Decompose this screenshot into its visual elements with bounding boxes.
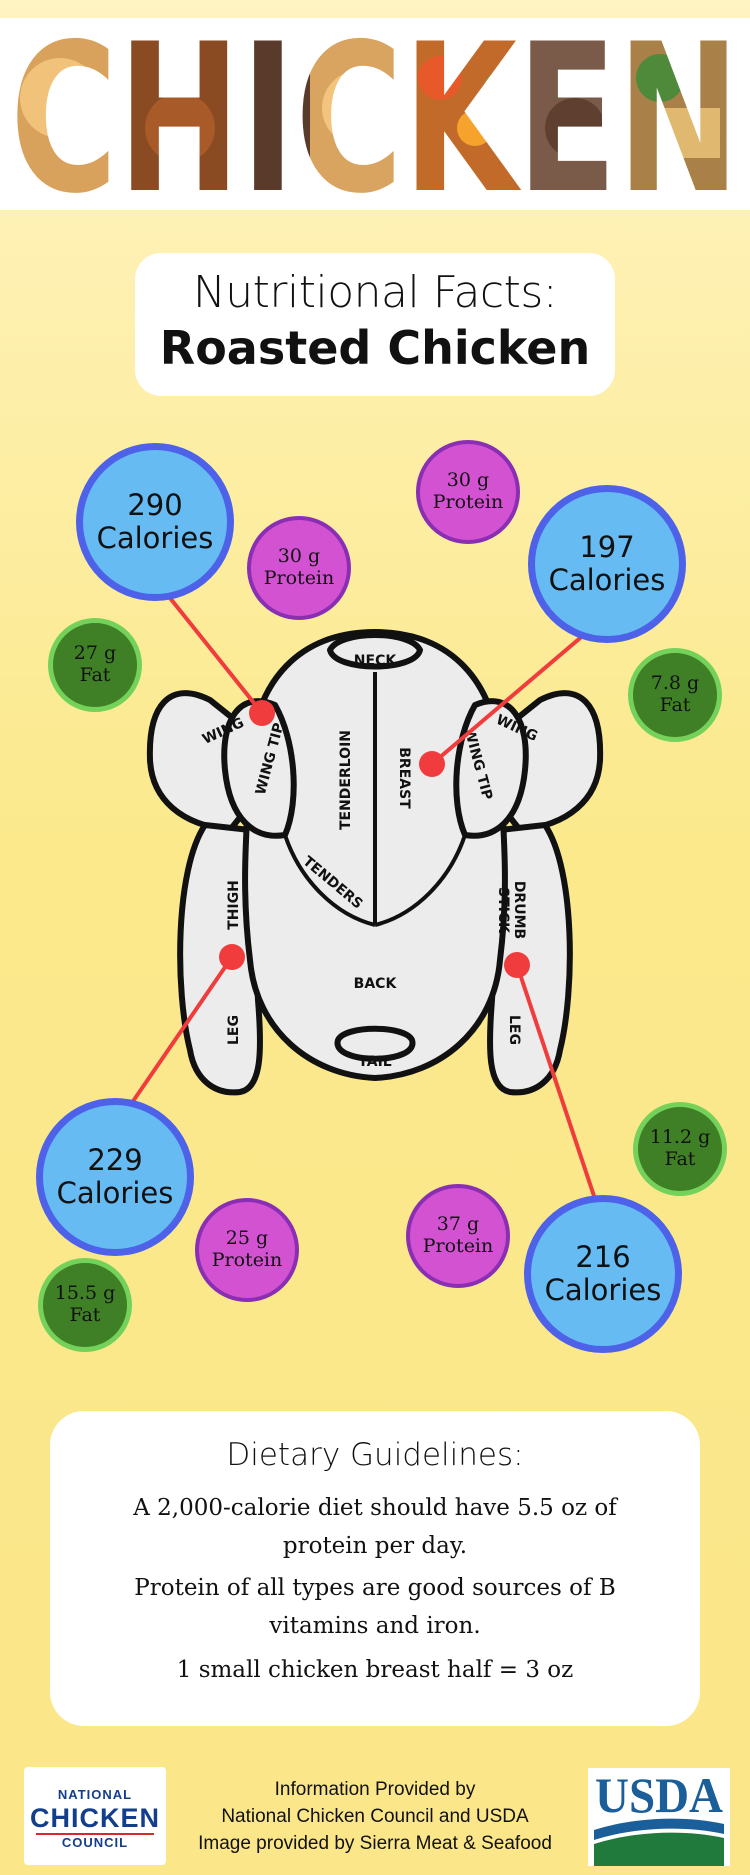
usda-logo-swoosh-green <box>594 1832 724 1866</box>
label-leg-right: LEG <box>506 1015 522 1045</box>
label-wing-tip-left: WING TIP <box>253 721 288 796</box>
wing-calories-label: Calories <box>96 521 214 555</box>
breast-fat-label: Fat <box>659 694 691 716</box>
pointer-dot-wing-end <box>249 700 275 726</box>
pointer-dot-thigh-start <box>219 944 245 970</box>
ncc-logo-bottom: COUNCIL <box>61 1835 129 1850</box>
credits: Information Provided by National Chicken… <box>185 1776 565 1857</box>
drumstick-fat-value: 11.2 g <box>649 1126 711 1149</box>
page-title: Roasted Chicken <box>159 321 591 375</box>
drumstick-protein-bubble: 37 g Protein <box>406 1184 510 1288</box>
ncc-logo-top: NATIONAL <box>57 1787 133 1802</box>
neck-shape <box>327 632 423 670</box>
thigh-protein-value: 25 g <box>225 1227 269 1250</box>
drumstick-protein-label: Protein <box>422 1235 494 1257</box>
ncc-logo-bar <box>36 1833 154 1835</box>
dietary-guidelines-card: Dietary Guidelines: A 2,000-calorie diet… <box>50 1411 700 1726</box>
body-shape <box>242 629 508 1081</box>
thigh-calories-label: Calories <box>56 1176 174 1210</box>
thigh-fat-bubble: 15.5 g Fat <box>38 1258 132 1352</box>
leg-right-shape <box>486 822 573 1096</box>
wing-tip-left-shape <box>221 698 297 839</box>
tenders-divider <box>283 834 376 927</box>
guidelines-line-protein-per-day: A 2,000-calorie diet should have 5.5 oz … <box>133 1495 617 1559</box>
thigh-fat-value: 15.5 g <box>54 1282 116 1305</box>
label-wing-right: WING <box>493 712 540 745</box>
credit-line-1: Information Provided by <box>274 1779 476 1800</box>
label-leg-left: LEG <box>226 1015 242 1045</box>
label-wing-left: WING <box>200 715 247 748</box>
label-breast: BREAST <box>396 747 412 809</box>
ncc-logo-mid: CHICKEN <box>29 1803 160 1833</box>
pointer-drumstick <box>515 963 604 1222</box>
pointer-dot-breast-end <box>419 751 445 777</box>
breast-divider <box>374 834 467 927</box>
credit-line-2: National Chicken Council and USDA <box>221 1806 529 1827</box>
label-neck: NECK <box>354 653 398 669</box>
breast-calories-value: 197 <box>579 529 635 564</box>
wing-calories-value: 290 <box>127 487 183 522</box>
label-wing-tip-right: WING TIP <box>461 726 496 801</box>
label-tenderloin: TENDERLOIN <box>338 730 354 830</box>
wing-right-shape <box>462 690 604 833</box>
breast-protein-bubble: 30 g Protein <box>416 440 520 544</box>
wing-fat-bubble: 27 g Fat <box>48 618 142 712</box>
breast-protein-value: 30 g <box>446 469 490 492</box>
breast-fat-value: 7.8 g <box>650 672 700 695</box>
drumstick-calories-bubble: 216 Calories <box>524 1195 682 1353</box>
breast-calories-label: Calories <box>548 563 666 597</box>
guidelines-line-vitamins: Protein of all types are good sources of… <box>134 1575 616 1639</box>
usda-logo-text: USDA <box>595 1768 723 1823</box>
thigh-calories-value: 229 <box>87 1142 143 1177</box>
wing-protein-value: 30 g <box>277 545 321 568</box>
banner-title: CHICKEN <box>10 18 740 210</box>
drumstick-calories-value: 216 <box>575 1239 631 1274</box>
drumstick-fat-bubble: 11.2 g Fat <box>633 1102 727 1196</box>
guidelines-title: Dietary Guidelines: <box>226 1437 524 1473</box>
national-chicken-council-logo: NATIONAL CHICKEN COUNCIL <box>24 1767 166 1865</box>
drumstick-protein-value: 37 g <box>436 1213 480 1236</box>
label-drumstick-line2: STICK <box>495 887 511 934</box>
label-thigh: THIGH <box>226 880 242 930</box>
title-card: Nutritional Facts: Roasted Chicken <box>135 253 615 396</box>
breast-fat-bubble: 7.8 g Fat <box>628 648 722 742</box>
label-tail: TAIL <box>358 1054 392 1070</box>
label-back: BACK <box>354 976 398 992</box>
thigh-protein-label: Protein <box>211 1249 283 1271</box>
drumstick-fat-label: Fat <box>664 1148 696 1170</box>
wing-protein-bubble: 30 g Protein <box>247 516 351 620</box>
wing-protein-label: Protein <box>263 567 335 589</box>
thigh-protein-bubble: 25 g Protein <box>195 1198 299 1302</box>
wing-left-shape <box>146 690 288 833</box>
title-subheading: Nutritional Facts: <box>192 267 558 318</box>
pointer-dot-drumstick-start <box>504 952 530 978</box>
thigh-fat-label: Fat <box>69 1304 101 1326</box>
breast-protein-label: Protein <box>432 491 504 513</box>
drumstick-calories-label: Calories <box>544 1273 662 1307</box>
breast-calories-bubble: 197 Calories <box>528 485 686 643</box>
leg-left-shape <box>177 822 264 1096</box>
wing-fat-value: 27 g <box>73 642 117 665</box>
thigh-calories-bubble: 229 Calories <box>36 1098 194 1256</box>
credit-line-3: Image provided by Sierra Meat & Seafood <box>198 1833 552 1854</box>
banner-graphic: CHICKEN <box>10 18 740 210</box>
wing-calories-bubble: 290 Calories <box>76 443 234 601</box>
tail-shape <box>334 1025 416 1062</box>
guidelines-line-serving: 1 small chicken breast half = 3 oz <box>176 1657 574 1683</box>
wing-fat-label: Fat <box>79 664 111 686</box>
usda-logo: USDA <box>588 1768 730 1866</box>
label-drumstick-line1: DRUMB <box>511 881 527 939</box>
wing-tip-right-shape <box>453 698 529 839</box>
header-banner: CHICKEN <box>0 18 750 210</box>
usda-logo-swoosh-blue <box>594 1818 724 1840</box>
label-tenders: TENDERS <box>300 853 366 912</box>
